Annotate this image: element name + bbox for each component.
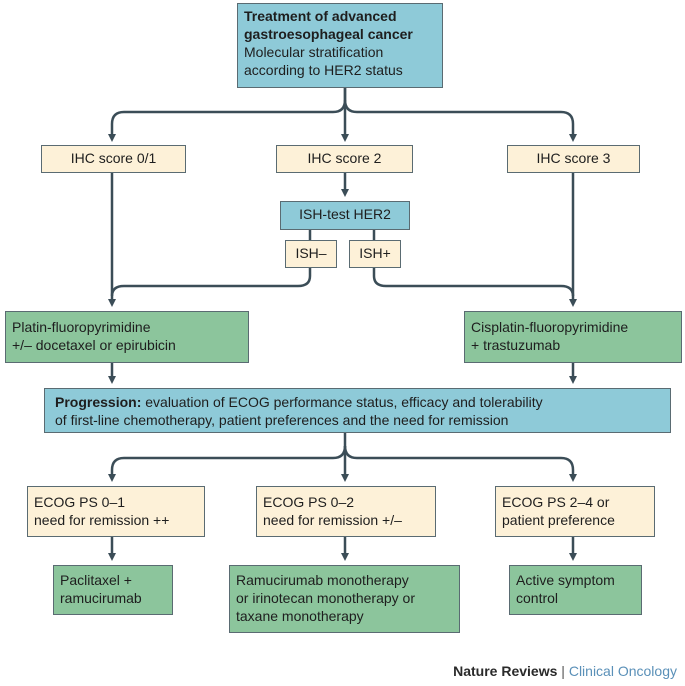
ish-test-box: ISH-test HER2 [280,201,410,230]
progression-box: Progression: evaluation of ECOG performa… [44,388,671,433]
second-line-right-line-2: control [516,590,559,606]
progression-line-1: Progression: evaluation of ECOG performa… [55,393,660,411]
ish-negative-box: ISH– [285,240,337,268]
first-line-left-box: Platin-fluoropyrimidine +/– docetaxel or… [5,311,249,363]
first-line-left-line-1: Platin-fluoropyrimidine [12,319,151,335]
connector-title-right [343,99,577,142]
publisher-name: Nature Reviews [453,663,558,679]
ihc-score-3-label: IHC score 3 [536,150,611,166]
journal-credit: Nature Reviews | Clinical Oncology [453,663,677,679]
ecog-left-line-1: ECOG PS 0–1 [34,494,126,510]
second-line-right-box: Active symptom control [509,565,642,615]
second-line-left-line-2: ramucirumab [60,590,142,606]
credit-separator: | [557,663,569,679]
ihc-score-2-label: IHC score 2 [307,150,382,166]
connector-ishneg-left [110,268,312,297]
title-box: Treatment of advanced gastroesophageal c… [237,3,443,88]
subtitle-line-1: Molecular stratification [244,44,384,60]
first-line-left-line-2: +/– docetaxel or epirubicin [12,337,176,353]
ecog-left-line-2: need for remission ++ [34,512,170,528]
second-line-mid-line-3: taxane monotherapy [236,608,364,624]
second-line-mid-line-2: or irinotecan monotherapy or [236,590,415,606]
ecog-right-line-1: ECOG PS 2–4 or [502,494,610,510]
ecog-left-box: ECOG PS 0–1 need for remission ++ [27,486,205,537]
second-line-left-line-1: Paclitaxel + [60,572,132,588]
second-line-mid-box: Ramucirumab monotherapy or irinotecan mo… [229,565,460,633]
ecog-right-line-2: patient preference [502,512,615,528]
ihc-score-01-box: IHC score 0/1 [41,145,186,173]
progression-line-1-text: evaluation of ECOG performance status, e… [141,394,543,410]
ihc-score-01-label: IHC score 0/1 [70,150,157,166]
progression-label: Progression: [55,394,142,410]
ecog-right-box: ECOG PS 2–4 or patient preference [495,486,655,537]
second-line-right-line-1: Active symptom [516,572,615,588]
ish-test-label: ISH-test HER2 [299,206,391,222]
progression-line-2: of first-line chemotherapy, patient pref… [55,412,509,428]
ihc-score-2-box: IHC score 2 [276,145,413,173]
second-line-left-box: Paclitaxel + ramucirumab [53,565,173,615]
subtitle-line-2: according to HER2 status [244,62,403,78]
first-line-right-line-2: + trastuzumab [471,337,561,353]
ish-positive-box: ISH+ [349,240,401,268]
connector-progression-right [343,445,577,482]
connector-ishpos-right [372,268,575,297]
ecog-mid-line-2: need for remission +/– [263,512,402,528]
connector-progression-left [108,445,347,482]
first-line-right-box: Cisplatin-fluoropyrimidine + trastuzumab [464,311,682,363]
connector-title-split [108,88,347,142]
second-line-mid-line-1: Ramucirumab monotherapy [236,572,409,588]
ecog-mid-box: ECOG PS 0–2 need for remission +/– [256,486,436,537]
title-line-1: Treatment of advanced [244,8,397,24]
journal-name: Clinical Oncology [568,663,677,679]
title-line-2: gastroesophageal cancer [244,26,413,42]
first-line-right-line-1: Cisplatin-fluoropyrimidine [471,319,629,335]
ecog-mid-line-1: ECOG PS 0–2 [263,494,355,510]
ish-positive-label: ISH+ [359,245,391,261]
ihc-score-3-box: IHC score 3 [507,145,640,173]
ish-negative-label: ISH– [295,245,327,261]
